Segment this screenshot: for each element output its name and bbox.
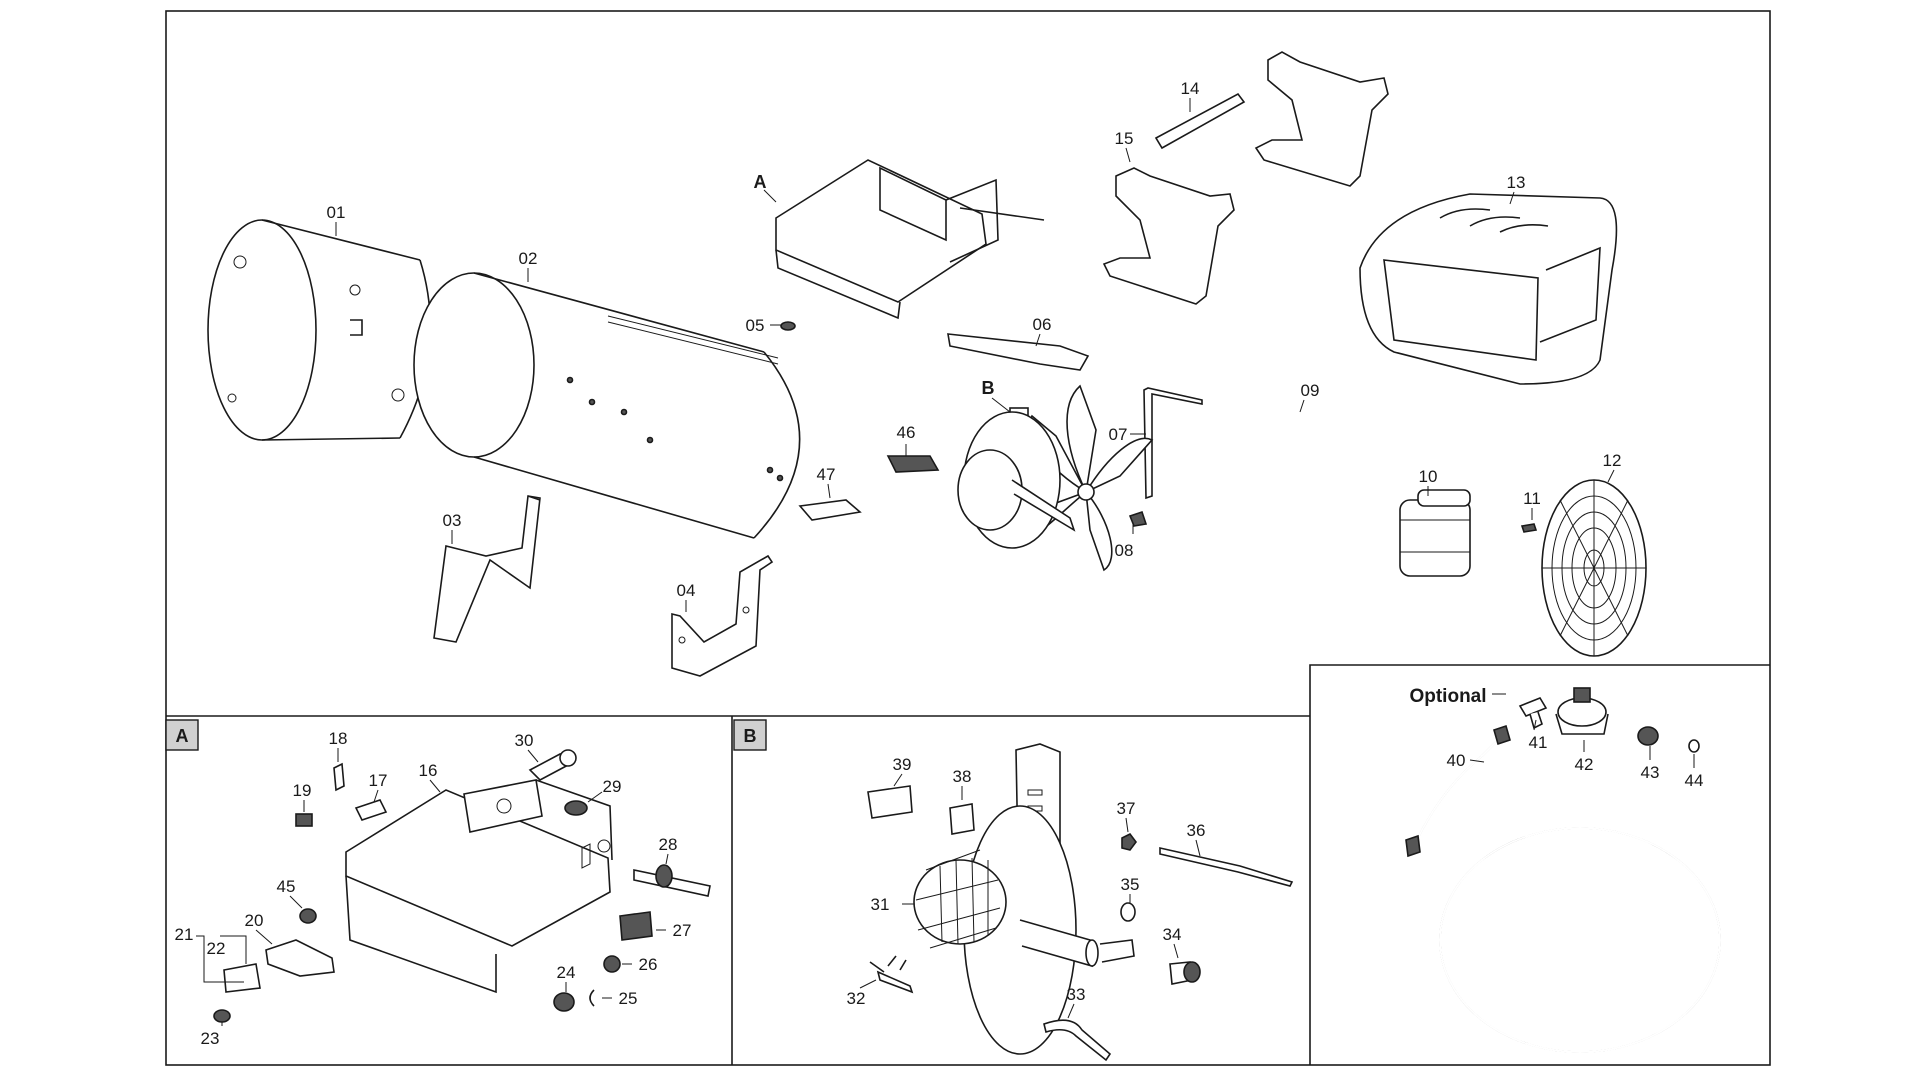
callout-11: 11 [1523,489,1541,508]
callout-02: 02 [519,249,538,268]
callout-36: 36 [1187,821,1206,840]
callout-b: B [982,378,995,398]
callout-47: 47 [817,465,836,484]
callout-40: 40 [1447,751,1466,770]
part-a-control-tray [775,159,1045,320]
callout-18: 18 [329,729,348,748]
part-15-bracket-rear [1254,51,1389,187]
main-panel-frame [165,10,1771,1066]
callout-29: 29 [603,777,622,796]
callout-39: 39 [893,755,912,774]
part-47-plate [798,499,862,521]
callout-17: 17 [369,771,388,790]
callout-45: 45 [277,877,296,896]
callout-16: 16 [419,761,438,780]
part-08-fitting [1128,510,1148,527]
detail-b-tag-box [733,719,767,751]
optional-leader-lines [1469,693,1695,768]
part-10-motor [1399,489,1471,577]
part-14-rod [1154,92,1246,150]
callout-03: 03 [443,511,462,530]
part-15-bracket-front [1102,167,1235,305]
detail-b-leader-lines [859,773,1201,1019]
part-b-burner-assembly [957,407,1076,549]
callout-42: 42 [1575,755,1594,774]
detail-a-tag-box [165,719,199,751]
callout-22: 22 [207,939,226,958]
callout-38: 38 [953,767,972,786]
callout-14: 14 [1181,79,1200,98]
callout-07: 07 [1109,425,1128,444]
main-leader-lines [335,98,1615,612]
part-03-front-stand [433,495,541,643]
callout-06: 06 [1033,315,1052,334]
part-12-fan-guard [1541,479,1647,657]
part-07-hex-key [1143,387,1203,500]
detail-a-parts [213,749,711,1023]
part-01-front-cylinder [207,219,432,441]
callout-a: A [754,172,767,192]
callout-33: 33 [1067,985,1086,1004]
callout-24: 24 [557,963,576,982]
callout-30: 30 [515,731,534,750]
detail-a-leader-lines [196,748,669,1026]
callout-20: 20 [245,911,264,930]
callout-01: 01 [327,203,346,222]
callout-25: 25 [619,989,638,1008]
detail-a-tag: A [176,726,189,746]
optional-panel-frame [1309,664,1770,1065]
callout-27: 27 [673,921,692,940]
callout-13: 13 [1507,173,1526,192]
callout-09: 09 [1301,381,1320,400]
callout-31: 31 [871,895,890,914]
callout-12: 12 [1603,451,1622,470]
callout-26: 26 [639,955,658,974]
callout-23: 23 [201,1029,220,1048]
optional-label: Optional [1409,686,1486,707]
callout-44: 44 [1685,771,1704,790]
part-46-plate [886,455,940,473]
callout-10: 10 [1419,467,1438,486]
callout-32: 32 [847,989,866,1008]
callout-37: 37 [1117,799,1136,818]
part-04-rear-stand [671,554,774,677]
callout-35: 35 [1121,875,1140,894]
part-05-grommet [780,321,796,331]
callout-28: 28 [659,835,678,854]
part-11-screw [1520,523,1538,533]
callout-46: 46 [897,423,916,442]
callout-08: 08 [1115,541,1134,560]
part-02-main-shell [413,272,801,539]
optional-kit-parts [1405,687,1721,1053]
callout-43: 43 [1641,763,1660,782]
detail-b-parts [867,743,1294,1062]
part-06-sensor-strip [947,333,1090,371]
callout-15: 15 [1115,129,1134,148]
callout-34: 34 [1163,925,1182,944]
callout-04: 04 [677,581,696,600]
detail-b-tag: B [744,726,757,746]
part-13-top-cover [1359,193,1618,385]
callout-05: 05 [746,316,765,335]
callout-21: 21 [175,925,194,944]
callout-41: 41 [1529,733,1548,752]
callout-19: 19 [293,781,312,800]
